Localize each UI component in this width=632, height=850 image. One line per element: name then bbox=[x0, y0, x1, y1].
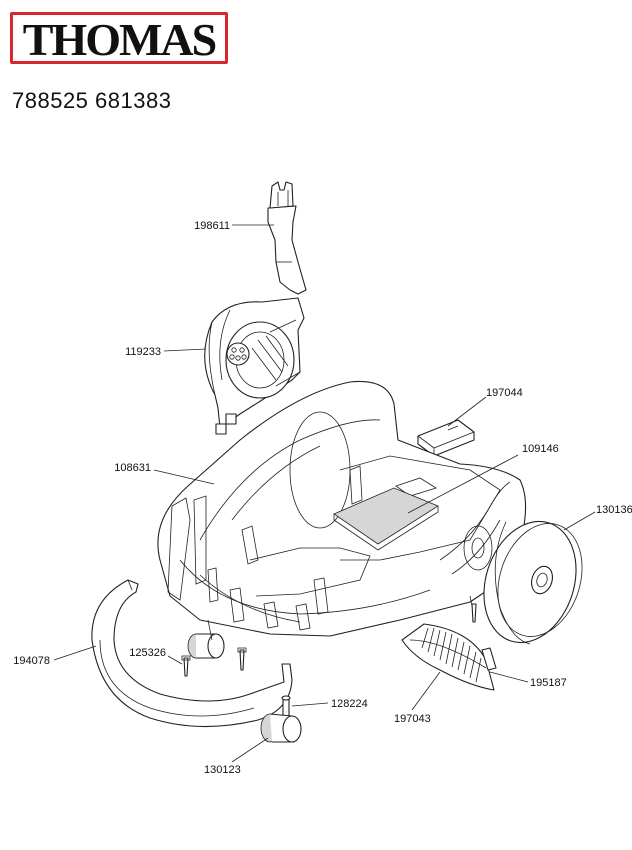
label-130136: 130136 bbox=[596, 504, 632, 516]
leader-128224 bbox=[291, 702, 329, 707]
part-194078-drawing bbox=[91, 579, 293, 728]
leader-197043 bbox=[411, 671, 441, 711]
leader-194078 bbox=[53, 645, 97, 661]
label-198611: 198611 bbox=[194, 220, 230, 232]
label-197044: 197044 bbox=[486, 387, 523, 399]
label-195187: 195187 bbox=[530, 677, 567, 689]
leader-119233 bbox=[163, 348, 207, 352]
part-119233-drawing bbox=[204, 297, 305, 435]
part-198611-drawing bbox=[267, 181, 307, 295]
label-197043: 197043 bbox=[394, 713, 431, 725]
label-130123: 130123 bbox=[204, 764, 241, 776]
logo-text: THOMAS bbox=[22, 14, 217, 65]
part-130136-drawing bbox=[483, 520, 583, 645]
label-109146: 109146 bbox=[522, 443, 559, 455]
part-125326-drawing bbox=[181, 603, 477, 677]
leader-125326 bbox=[167, 655, 183, 665]
model-numbers: 788525 681383 bbox=[12, 88, 172, 113]
part-108631-drawing bbox=[157, 380, 527, 637]
label-125326: 125326 bbox=[129, 647, 166, 659]
leader-195187 bbox=[489, 671, 529, 683]
label-119233: 119233 bbox=[125, 346, 161, 358]
leader-130123 bbox=[231, 737, 269, 763]
leader-109146 bbox=[407, 454, 519, 514]
part-130123-drawing bbox=[260, 713, 302, 743]
label-194078: 194078 bbox=[13, 655, 50, 667]
part-195187-drawing bbox=[481, 647, 497, 671]
label-108631: 108631 bbox=[114, 462, 151, 474]
label-128224: 128224 bbox=[331, 698, 368, 710]
leader-130136 bbox=[563, 511, 596, 531]
leader-197044 bbox=[447, 396, 487, 427]
part-109146-drawing bbox=[333, 487, 439, 551]
part-197043-drawing bbox=[401, 623, 495, 691]
leader-108631 bbox=[153, 469, 215, 485]
thomas-logo: THOMAS bbox=[10, 12, 228, 64]
castor-on-body-drawing bbox=[187, 619, 225, 659]
